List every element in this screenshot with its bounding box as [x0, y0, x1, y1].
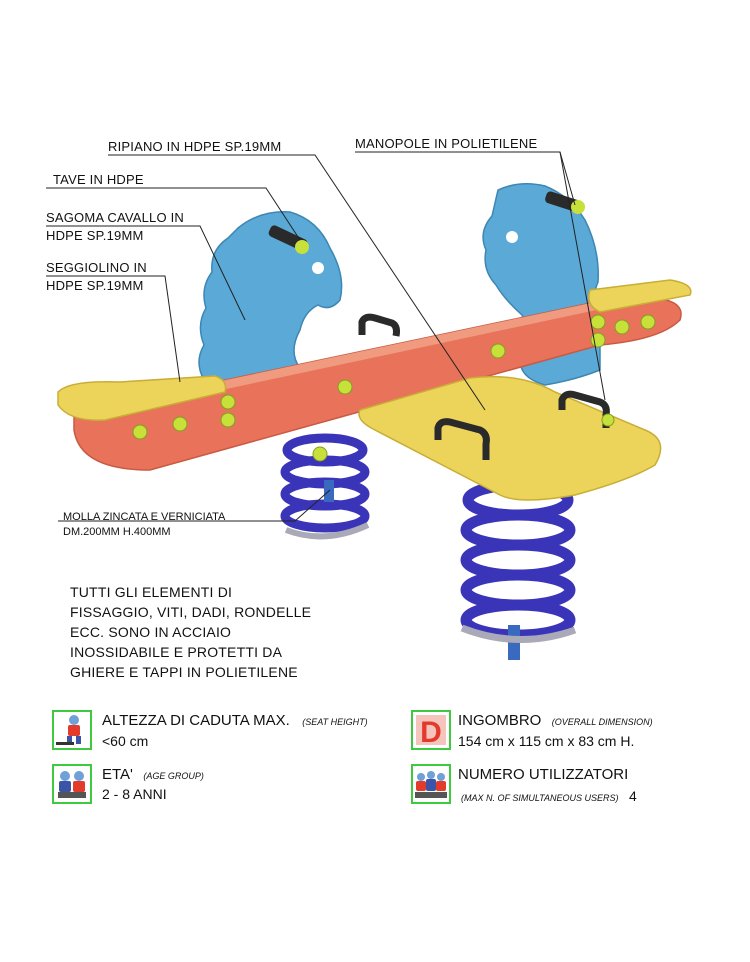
spring-right-base	[460, 624, 577, 644]
callout-molla-line1: MOLLA ZINCATA E VERNICIATA	[63, 511, 226, 523]
bolts	[132, 314, 656, 462]
overall-dimension-subtitle: (OVERALL DIMENSION)	[551, 717, 653, 727]
callout-seggiolino-line1: SEGGIOLINO IN	[46, 260, 147, 275]
age-group-title: ETA'	[102, 766, 133, 783]
callout-manopole: MANOPOLE IN POLIETILENE	[355, 136, 538, 151]
note-line: FISSAGGIO, VITI, DADI, RONDELLE	[70, 604, 312, 620]
spring-right	[460, 479, 576, 641]
note-line: GHIERE E TAPPI IN POLIETILENE	[70, 664, 298, 680]
fall-height-title: ALTEZZA DI CADUTA MAX.	[102, 712, 290, 729]
horse-handles	[268, 191, 585, 254]
overall-dimension-spec: INGOMBRO (OVERALL DIMENSION)	[458, 712, 653, 730]
seat-left	[57, 375, 227, 421]
users-spec: (MAX N. OF SIMULTANEOUS USERS) 4	[461, 788, 637, 806]
callout-sagoma-line1: SAGOMA CAVALLO IN	[46, 210, 185, 225]
note-line: TUTTI GLI ELEMENTI DI	[70, 584, 233, 600]
seat-right	[588, 279, 692, 313]
overall-dimension-value: 154 cm x 115 cm x 83 cm H.	[458, 733, 635, 749]
fall-height-spec: ALTEZZA DI CADUTA MAX. (SEAT HEIGHT)	[102, 712, 368, 730]
callout-molla-line2: DM.200MM H.400MM	[63, 526, 171, 538]
overall-dimension-title: INGOMBRO	[458, 712, 542, 729]
age-group-spec: ETA' (AGE GROUP)	[102, 766, 204, 784]
age-group-value: 2 - 8 ANNI	[102, 786, 167, 802]
spring-left-base	[284, 522, 370, 540]
users-title: NUMERO UTILIZZATORI	[458, 766, 629, 783]
note-line: ECC. SONO IN ACCIAIO	[70, 624, 232, 640]
platform	[358, 375, 662, 501]
fall-height-value: <60 cm	[102, 733, 149, 749]
horse-right-eye-hole	[506, 231, 518, 243]
note-line: INOSSIDABILE E PROTETTI DA	[70, 644, 283, 660]
fall-height-icon	[52, 710, 92, 750]
users-icon	[411, 764, 451, 804]
platform-handles	[358, 313, 610, 460]
callout-ripiano: RIPIANO IN HDPE SP.19MM	[108, 139, 282, 154]
age-group-subtitle: (AGE GROUP)	[143, 771, 204, 781]
horse-left-eye-hole	[312, 262, 324, 274]
callout-tave: TAVE IN HDPE	[53, 172, 144, 187]
fall-height-subtitle: (SEAT HEIGHT)	[302, 717, 368, 727]
leader-lines	[46, 151, 606, 522]
age-group-icon	[52, 764, 92, 804]
overall-dimension-icon: D	[411, 710, 451, 750]
product-illustration	[46, 151, 692, 660]
overall-dimension-icon-letter: D	[420, 716, 442, 748]
callout-sagoma-line2: HDPE SP.19MM	[46, 228, 144, 243]
fixings-note: TUTTI GLI ELEMENTI DI FISSAGGIO, VITI, D…	[70, 582, 370, 682]
users-value: 4	[628, 788, 637, 804]
callout-seggiolino-line2: HDPE SP.19MM	[46, 278, 144, 293]
users-subtitle: (MAX N. OF SIMULTANEOUS USERS)	[461, 793, 619, 803]
